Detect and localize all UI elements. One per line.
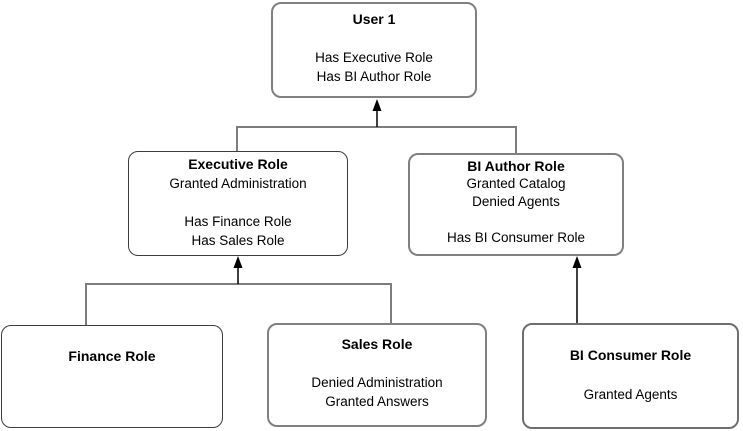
node-line — [273, 29, 475, 48]
node-line: Granted Catalog — [466, 176, 566, 191]
node-title: Finance Role — [68, 348, 156, 364]
node-title: BI Consumer Role — [569, 347, 692, 363]
bracket-user1-children — [236, 126, 517, 153]
node-line: Granted Agents — [583, 387, 678, 402]
node-body: Granted Agents — [524, 365, 737, 405]
node-line: Has BI Consumer Role — [446, 230, 586, 245]
node-line: Has Finance Role — [184, 214, 292, 229]
node-line — [129, 193, 347, 212]
arrow-head-to-executive — [233, 256, 243, 268]
node-title: Sales Role — [341, 336, 413, 352]
node-line — [410, 211, 622, 229]
node-line: Granted Answers — [325, 394, 429, 409]
bracket-executive-children — [85, 283, 392, 325]
node-line: Has Sales Role — [191, 233, 285, 248]
node-title: Executive Role — [188, 156, 288, 172]
node-bi-consumer-role: BI Consumer Role Granted Agents — [522, 323, 739, 429]
node-title: User 1 — [352, 11, 396, 27]
arrow-head-to-user1 — [372, 99, 382, 111]
arrow-head-to-bi-author — [572, 256, 582, 268]
node-line: Granted Administration — [169, 176, 307, 191]
node-line: Denied Agents — [472, 194, 560, 209]
node-executive-role: Executive Role Granted Administration Ha… — [128, 151, 348, 256]
node-finance-role: Finance Role — [1, 325, 223, 428]
node-line: Denied Administration — [311, 375, 443, 390]
node-line: Has BI Author Role — [316, 69, 432, 84]
node-line — [269, 354, 485, 373]
node-title: BI Author Role — [467, 158, 565, 174]
node-line: Has Executive Role — [315, 50, 433, 65]
node-line — [524, 365, 737, 385]
